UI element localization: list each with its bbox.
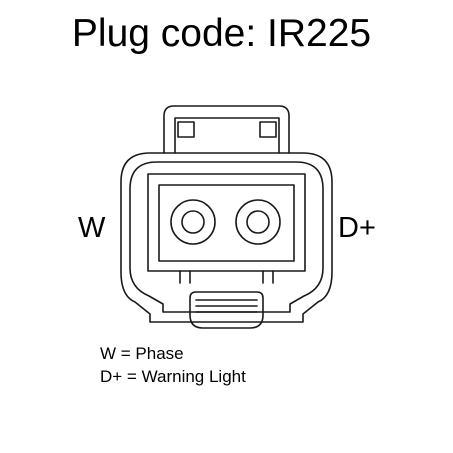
plug-code-title: Plug code: IR225 (71, 12, 372, 55)
connector-body (120, 152, 333, 323)
release-tab (189, 291, 264, 329)
legend-item-w: W = Phase (100, 344, 184, 363)
pin-legend: W = Phase D+ = Warning Light (100, 342, 246, 388)
pin-socket-w (170, 199, 216, 245)
connector-latch (163, 105, 290, 154)
pin-label-w: W (78, 212, 106, 244)
pin-socket-d-plus (235, 199, 281, 245)
legend-item-d-plus: D+ = Warning Light (100, 367, 246, 386)
pin-label-d-plus: D+ (338, 212, 376, 244)
pin-cavity (147, 173, 306, 284)
